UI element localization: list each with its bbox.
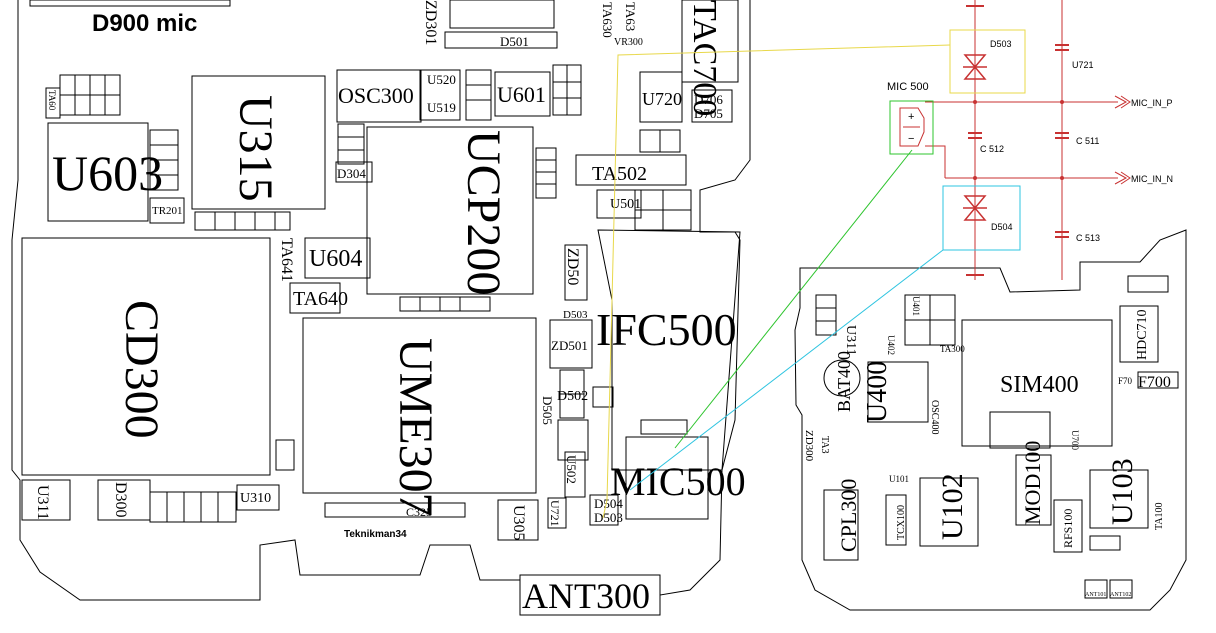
label-d706: D706 xyxy=(694,92,723,107)
label-u520: U520 xyxy=(427,72,456,87)
label-mod100: MOD100 xyxy=(1020,441,1045,525)
label-mic500: MIC500 xyxy=(610,459,746,504)
label-u311: U311 xyxy=(34,485,51,520)
component-outlines xyxy=(21,0,739,616)
second-board-components xyxy=(815,275,1179,599)
label-ta300: TA300 xyxy=(940,344,965,354)
schematic-c511-label: C 511 xyxy=(1076,136,1099,146)
label-zd300: ZD300 xyxy=(803,430,815,462)
label-u305: U305 xyxy=(510,505,527,541)
label-vr300: VR300 xyxy=(614,37,643,48)
label-ta502: TA502 xyxy=(592,163,647,185)
connection-lines xyxy=(602,44,951,519)
label-u603: U603 xyxy=(52,145,163,201)
label-ta640: TA640 xyxy=(293,288,348,310)
label-u310: U310 xyxy=(240,491,271,506)
schematic-d504-label: D504 xyxy=(991,222,1013,232)
label-u102: U102 xyxy=(936,473,969,540)
label-u700: U700 xyxy=(1070,430,1080,450)
label-ta60: TA60 xyxy=(47,90,57,111)
label-bat400: BAT400 xyxy=(834,351,854,412)
label-ta3: TA3 xyxy=(819,436,830,454)
label-u103: U103 xyxy=(1106,458,1139,525)
label-u311b: U311 xyxy=(843,325,858,356)
label-ant102: ANT102 xyxy=(1110,592,1131,598)
label-d503-board: D503 xyxy=(563,309,588,321)
label-ucp200: UCP200 xyxy=(457,130,510,295)
label-zd301: ZD301 xyxy=(422,0,439,45)
label-ta631: TA63 xyxy=(623,2,638,31)
label-u101: U101 xyxy=(889,474,909,484)
schematic-c513-label: C 513 xyxy=(1076,233,1100,243)
label-u402: U402 xyxy=(886,335,896,355)
schematic-mic-in-n: MIC_IN_N xyxy=(1131,174,1173,184)
label-d705: D705 xyxy=(694,106,723,121)
schematic-mic-label: MIC 500 xyxy=(887,81,929,93)
diagram-title: D900 mic xyxy=(92,10,198,37)
main-board-outline xyxy=(11,0,751,616)
label-ant300: ANT300 xyxy=(522,576,650,616)
label-ume307: UME307 xyxy=(389,338,442,517)
pad-grids xyxy=(59,64,692,523)
green-trace xyxy=(674,149,913,449)
schematic-mic-plus: + xyxy=(908,111,914,123)
label-u401: U401 xyxy=(911,296,921,316)
label-d300: D300 xyxy=(112,482,129,518)
schematic-u721-label: U721 xyxy=(1072,60,1094,70)
label-u400: U400 xyxy=(862,361,893,423)
label-ta641: TA641 xyxy=(278,238,295,282)
board-labels: U603 U315 UCP200 CD300 UME307 IFC500 MIC… xyxy=(34,0,1171,616)
label-f70: F70 xyxy=(1118,376,1133,386)
label-u601: U601 xyxy=(497,82,546,107)
author-credit: Teknikman34 xyxy=(344,529,407,540)
label-u501: U501 xyxy=(610,197,641,212)
label-cpl300: CPL300 xyxy=(836,479,861,552)
schematic-mic-in-p: MIC_IN_P xyxy=(1131,98,1173,108)
label-hdc710: HDC710 xyxy=(1135,309,1150,360)
label-sim400: SIM400 xyxy=(1000,372,1079,398)
schematic-d503-label: D503 xyxy=(990,39,1012,49)
label-u720: U720 xyxy=(642,89,682,109)
label-c325: C325 xyxy=(406,505,432,519)
label-u315: U315 xyxy=(229,95,282,202)
label-zd50: ZD50 xyxy=(564,248,581,285)
label-ifc500: IFC500 xyxy=(596,304,737,355)
label-ant101: ANT101 xyxy=(1085,592,1106,598)
label-d503-board-b: D503 xyxy=(594,510,623,525)
label-osc300: OSC300 xyxy=(338,83,414,108)
label-u604: U604 xyxy=(309,246,362,272)
schematic: MIC 500 + − D503 D504 U721 C 512 C 511 C… xyxy=(887,0,1173,280)
label-cd300: CD300 xyxy=(115,300,168,439)
label-ta630: TA630 xyxy=(600,2,615,38)
cyan-trace xyxy=(629,249,944,491)
second-board-outline xyxy=(794,229,1187,611)
label-d304: D304 xyxy=(337,166,366,181)
label-f700: F700 xyxy=(1138,374,1171,391)
schematic-c512-label: C 512 xyxy=(980,144,1004,154)
label-tac700: TAC700 xyxy=(686,0,723,116)
label-d501: D501 xyxy=(500,34,529,49)
label-zd501: ZD501 xyxy=(551,338,588,353)
label-osc400: OSC400 xyxy=(929,400,940,434)
label-rfs100: RFS100 xyxy=(1061,509,1075,548)
label-tr201: TR201 xyxy=(152,205,183,217)
label-d505: D505 xyxy=(540,396,555,425)
label-d504-board: D504 xyxy=(594,496,623,511)
schematic-mic-minus: − xyxy=(908,133,914,145)
label-tcx100: TCX100 xyxy=(896,505,907,540)
yellow-trace xyxy=(602,44,951,519)
label-u502: U502 xyxy=(564,455,579,484)
label-u721-board: U721 xyxy=(548,500,562,527)
label-d502: D502 xyxy=(557,389,588,404)
label-ta100: TA100 xyxy=(1154,502,1165,530)
label-u519: U519 xyxy=(427,100,456,115)
